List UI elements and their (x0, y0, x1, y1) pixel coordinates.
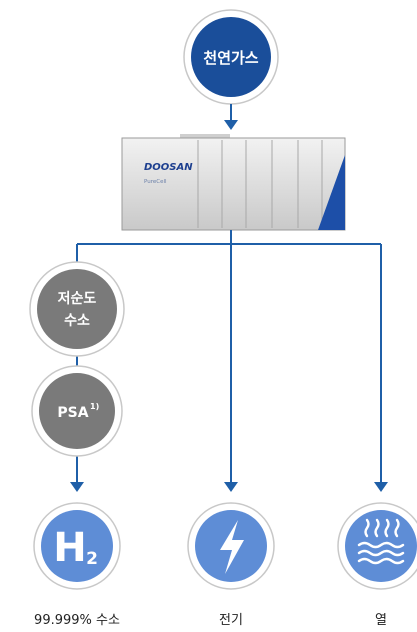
hydrogen-caption: 99.999% 수소 (34, 613, 120, 628)
natural-gas-label: 천연가스 (203, 49, 258, 67)
fuel-cell-unit: DOOSAN PureCell (121, 134, 346, 231)
psa-superscript: 1) (90, 402, 99, 411)
hydrogen-subscript: 2 (86, 549, 98, 569)
hydrogen-symbol: H (53, 525, 86, 571)
lightning-icon (220, 520, 244, 574)
hydrogen-output-node: H 2 (33, 502, 121, 590)
psa-node: PSA 1) (31, 365, 123, 457)
low-purity-label-2: 수소 (64, 313, 90, 329)
heat-caption: 열 (375, 613, 387, 628)
psa-label: PSA (57, 405, 88, 421)
heat-output-node (337, 502, 417, 590)
fuel-cell-brand: DOOSAN (144, 162, 193, 173)
heat-waves-icon (357, 518, 405, 565)
electricity-caption: 전기 (219, 613, 243, 628)
low-purity-hydrogen-node: 저순도 수소 (29, 261, 125, 357)
source-connector (224, 104, 238, 130)
natural-gas-node: 천연가스 (183, 9, 279, 105)
hydrogen-icon: H 2 (53, 525, 98, 571)
arrow-heads (70, 482, 388, 492)
low-purity-label-1: 저순도 (58, 291, 97, 307)
distribution-lines (76, 230, 382, 482)
fuel-cell-sub: PureCell (144, 179, 167, 185)
electricity-output-node (187, 502, 275, 590)
svg-text:PSA: PSA (57, 405, 88, 421)
